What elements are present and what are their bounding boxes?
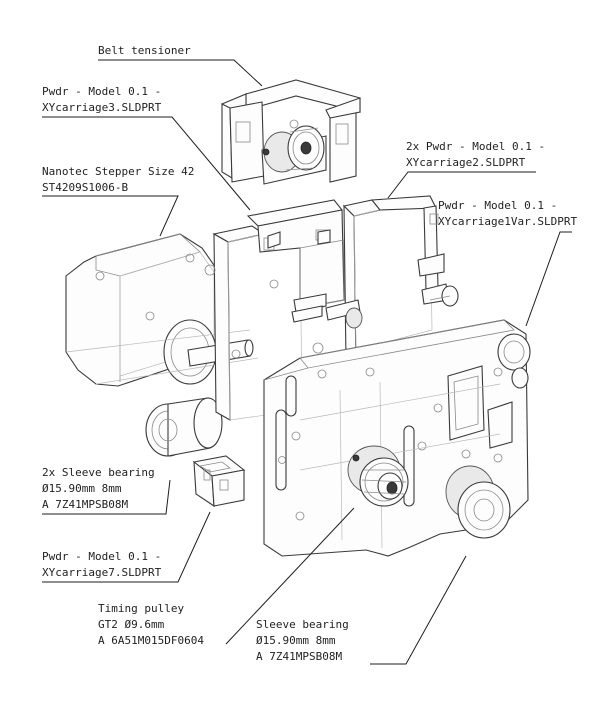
label-line: A 6A51M015DF0604	[98, 634, 204, 647]
leader-belt-tensioner	[98, 59, 263, 87]
label-sleeve-bearing: Sleeve bearing Ø15.90mm 8mm A 7Z41MPSB08…	[256, 617, 349, 665]
clamp-block-part	[192, 455, 246, 508]
label-line: XYcarriage7.SLDPRT	[42, 566, 162, 579]
label-line: Pwdr - Model 0.1 -	[42, 550, 162, 563]
sleeve-bearing-right-part	[445, 465, 511, 539]
leader-sleeve-bearing-2x	[42, 479, 171, 515]
label-line: 2x Sleeve bearing	[42, 466, 155, 479]
label-xycarriage1var: Pwdr - Model 0.1 - XYcarriage1Var.SLDPRT	[438, 198, 577, 230]
label-line: Pwdr - Model 0.1 -	[42, 85, 162, 98]
label-line: Pwdr - Model 0.1 -	[438, 199, 558, 212]
label-belt-tensioner: Belt tensioner	[98, 43, 191, 59]
label-xycarriage2: 2x Pwdr - Model 0.1 - XYcarriage2.SLDPRT	[406, 139, 545, 171]
leader-lines	[42, 59, 572, 665]
label-timing-pulley: Timing pulley GT2 Ø9.6mm A 6A51M015DF060…	[98, 601, 204, 649]
leader-xycarriage7	[42, 511, 211, 583]
carriage-plates-part	[204, 195, 459, 421]
label-line: Belt tensioner	[98, 44, 191, 57]
timing-pulley-part	[347, 445, 409, 507]
label-line: XYcarriage1Var.SLDPRT	[438, 215, 578, 228]
leader-xycarriage1var	[525, 231, 572, 327]
leader-xycarriage2	[387, 171, 536, 199]
label-line: Ø15.90mm 8mm	[256, 634, 336, 647]
stepper-motor-part	[65, 233, 259, 387]
leader-sleeve-bearing	[370, 555, 467, 665]
leader-timing-pulley	[225, 507, 355, 645]
label-line: A 7Z41MPSB08M	[256, 650, 343, 663]
label-line: Nanotec Stepper Size 42	[42, 165, 195, 178]
label-line: Sleeve bearing	[256, 618, 349, 631]
leader-stepper	[42, 195, 179, 237]
label-line: XYcarriage3.SLDPRT	[42, 101, 162, 114]
label-line: A 7Z41MPSB08M	[42, 498, 129, 511]
label-sleeve-bearing-2x: 2x Sleeve bearing Ø15.90mm 8mm A 7Z41MPS…	[42, 465, 155, 513]
label-xycarriage3: Pwdr - Model 0.1 - XYcarriage3.SLDPRT	[42, 84, 161, 116]
label-line: Timing pulley	[98, 602, 185, 615]
leader-xycarriage3	[42, 116, 251, 211]
label-line: ST4209S1006-B	[42, 181, 129, 194]
label-line: Ø15.90mm 8mm	[42, 482, 122, 495]
label-line: 2x Pwdr - Model 0.1 -	[406, 140, 546, 153]
sleeve-bearing-left-part	[145, 397, 223, 457]
label-line: XYcarriage2.SLDPRT	[406, 156, 526, 169]
belt-tensioner-part	[221, 79, 361, 185]
label-xycarriage7: Pwdr - Model 0.1 - XYcarriage7.SLDPRT	[42, 549, 161, 581]
label-line: GT2 Ø9.6mm	[98, 618, 165, 631]
label-stepper: Nanotec Stepper Size 42 ST4209S1006-B	[42, 164, 194, 196]
